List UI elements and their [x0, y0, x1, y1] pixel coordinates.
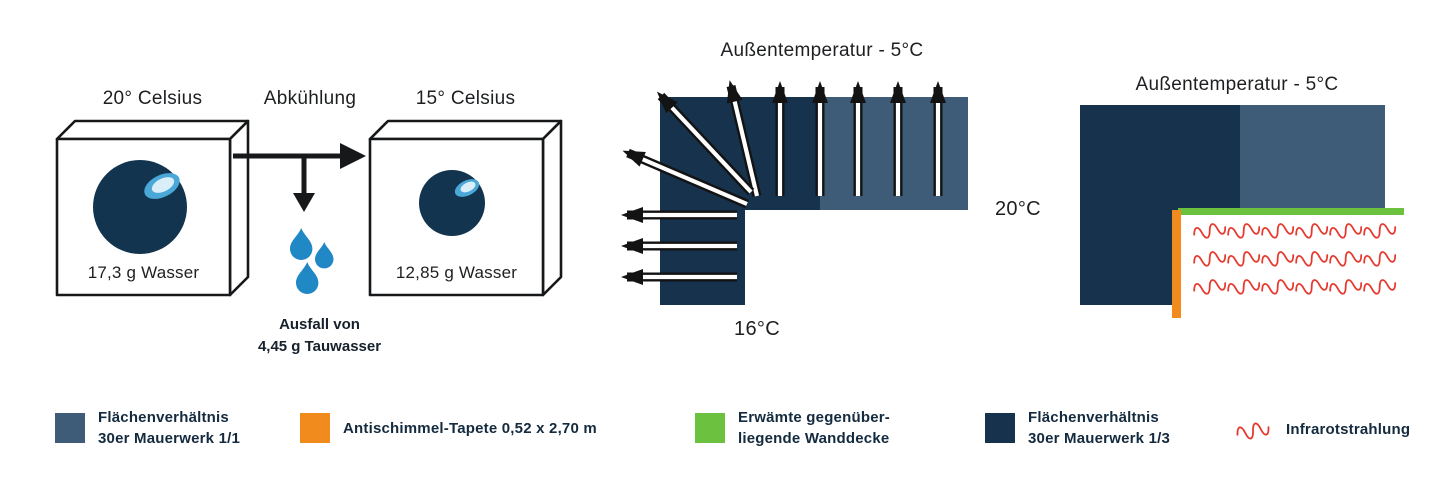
- wall-temp-label: 16°C: [734, 318, 780, 340]
- infrared-radiation-squiggles: [1191, 220, 1398, 298]
- legend-item-masonry-1-3: Flächenverhältnis 30er Mauerwerk 1/3: [985, 407, 1170, 449]
- legend-label: Flächenverhältnis 30er Mauerwerk 1/3: [1028, 409, 1171, 447]
- heated-wall-strip: [1178, 208, 1404, 215]
- legend-swatch-green: [695, 413, 725, 443]
- box1-water-label: 17,3 g Wasser: [87, 263, 200, 282]
- legend-label: Erwämte gegenüber- liegende Wanddecke: [738, 409, 890, 447]
- anti-mold-wallpaper-strip: [1172, 210, 1181, 318]
- water-sphere-20c: [93, 160, 187, 254]
- legend-item-anti-mold-wallpaper: Antischimmel-Tapete 0,52 x 2,70 m: [300, 413, 597, 443]
- right-outside-temp-title: Außentemperatur - 5°C: [1135, 74, 1339, 95]
- infrared-squiggle-icon: [1236, 422, 1270, 440]
- box2-temp-label: 15° Celsius: [415, 88, 516, 109]
- heat-loss-arrows: [621, 80, 946, 285]
- condensate-line1: Ausfall von: [279, 316, 360, 333]
- box1-temp-label: 20° Celsius: [102, 88, 203, 109]
- legend-label: Flächenverhältnis 30er Mauerwerk 1/1: [98, 409, 241, 447]
- legend-item-infrared: Infrarotstrahlung: [1235, 415, 1410, 443]
- cooling-arrow: [233, 143, 366, 212]
- water-box-15c: [368, 119, 563, 297]
- water-drops-icon: [290, 228, 334, 294]
- box2-water-label: 12,85 g Wasser: [395, 263, 518, 282]
- water-sphere-15c: [419, 170, 485, 236]
- legend-label: Infrarotstrahlung: [1286, 420, 1411, 438]
- condensate-line2: 4,45 g Tauwasser: [257, 338, 382, 355]
- corner-wall-insulated: [1080, 105, 1385, 305]
- legend-swatch-steel-blue: [55, 413, 85, 443]
- room-temp-label: 20°C: [995, 198, 1041, 220]
- legend-swatch-orange: [300, 413, 330, 443]
- legend-item-masonry-1-1: Flächenverhältnis 30er Mauerwerk 1/1: [55, 407, 240, 449]
- cooling-label: Abkühlung: [263, 88, 357, 109]
- condensate-label: Ausfall von 4,45 g Tauwasser: [237, 314, 402, 358]
- legend-swatch-dark-navy: [985, 413, 1015, 443]
- legend-item-heated-opposite-wall: Erwämte gegenüber- liegende Wanddecke: [695, 407, 890, 449]
- middle-outside-temp-title: Außentemperatur - 5°C: [720, 40, 924, 61]
- legend-label: Antischimmel-Tapete 0,52 x 2,70 m: [343, 419, 597, 437]
